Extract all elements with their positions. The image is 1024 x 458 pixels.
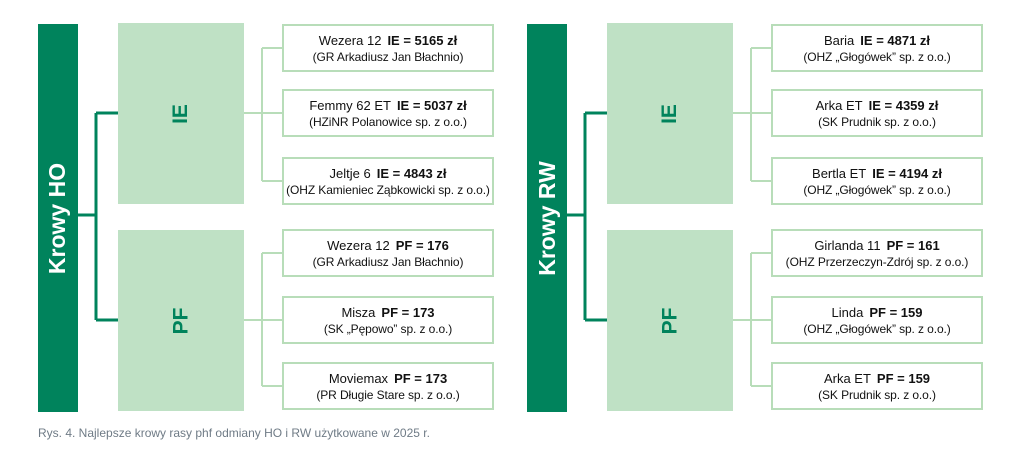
panel-rw-main-connector bbox=[567, 111, 607, 322]
panel-rw-category-pf: PF bbox=[607, 230, 733, 411]
panel-rw-branch-connectors bbox=[733, 47, 771, 387]
panel-ho-title-bar: Krowy HO bbox=[38, 24, 78, 412]
panel-rw-category-ie: IE bbox=[607, 23, 733, 204]
panel-ho-branch-connectors bbox=[244, 47, 282, 387]
panel-rw-title-bar: Krowy RW bbox=[527, 24, 567, 412]
panel-ho-category-ie: IE bbox=[118, 23, 244, 204]
panel-rw-title: Krowy RW bbox=[533, 160, 560, 276]
figure-caption: Rys. 4. Najlepsze krowy rasy phf odmiany… bbox=[38, 426, 430, 440]
panel-ho-category-pf: PF bbox=[118, 230, 244, 411]
panel-ho-main-connector bbox=[78, 111, 118, 322]
panel-ho-title: Krowy HO bbox=[44, 162, 71, 274]
